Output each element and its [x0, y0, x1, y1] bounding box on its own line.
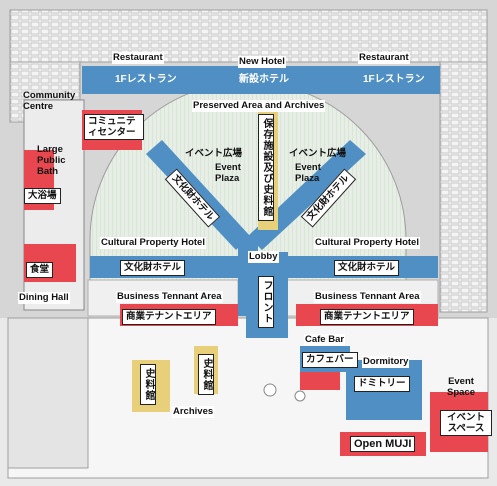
label-event-plaza-left: Event Plaza	[215, 162, 241, 184]
label-lobby: Lobby	[248, 251, 279, 263]
jp-dormitory: ドミトリー	[354, 376, 410, 392]
label-business-right: Business Tennant Area	[314, 291, 421, 303]
jp-restaurant-right: 1Fレストラン	[363, 74, 425, 85]
jp-dining-hall: 食堂	[26, 262, 54, 278]
label-new-hotel: New Hotel	[238, 56, 286, 68]
jp-business-right: 商業テナントエリア	[320, 309, 414, 325]
label-large-public-bath: Large Public Bath	[37, 144, 66, 177]
jp-front: フロント	[258, 276, 274, 328]
jp-archives-right: 史料館	[198, 354, 214, 395]
label-preserved-area: Preserved Area and Archives	[192, 100, 326, 112]
jp-archives-left: 史料館	[140, 364, 156, 405]
label-cultural-hotel-left: Cultural Property Hotel	[100, 237, 206, 249]
jp-event-plaza-left: イベント広場	[185, 148, 243, 159]
label-dining-hall: Dining Hall	[18, 292, 70, 304]
new-hotel-bar	[82, 66, 440, 94]
jp-large-public-bath: 大浴場	[24, 188, 61, 204]
jp-open-muji: Open MUJI	[350, 436, 416, 452]
lower-left-block	[7, 317, 89, 469]
jp-cultural-right: 文化財ホテル	[334, 260, 400, 276]
cafe-red-block	[300, 372, 340, 390]
jp-event-plaza-right: イベント広場	[289, 148, 347, 159]
label-archives: Archives	[172, 406, 215, 418]
label-cafe-bar: Cafe Bar	[304, 334, 346, 346]
parking-right	[439, 61, 488, 313]
jp-event-space: イベントスペース	[440, 410, 492, 436]
label-restaurant-left: Restaurant	[112, 52, 164, 64]
round-table	[294, 390, 306, 402]
label-cultural-hotel-right: Cultural Property Hotel	[314, 237, 420, 249]
jp-community-centre: コミュニティセンター	[84, 114, 144, 140]
jp-cafe-bar: カフェバー	[302, 352, 358, 368]
parking-top	[9, 9, 488, 63]
jp-cultural-left: 文化財ホテル	[120, 260, 186, 276]
label-restaurant-right: Restaurant	[358, 52, 410, 64]
label-event-plaza-right: Event Plaza	[295, 162, 321, 184]
jp-new-hotel: 新設ホテル	[239, 74, 289, 85]
label-business-left: Business Tennant Area	[116, 291, 223, 303]
label-event-space: Event Space	[447, 376, 475, 398]
jp-restaurant-left: 1Fレストラン	[115, 74, 177, 85]
round-table	[263, 383, 277, 397]
label-dormitory: Dormitory	[362, 356, 410, 368]
label-community-centre: Community Centre	[23, 90, 76, 112]
jp-business-left: 商業テナントエリア	[122, 309, 216, 325]
jp-preserved-area: 保存施設及び史料館	[258, 114, 274, 221]
